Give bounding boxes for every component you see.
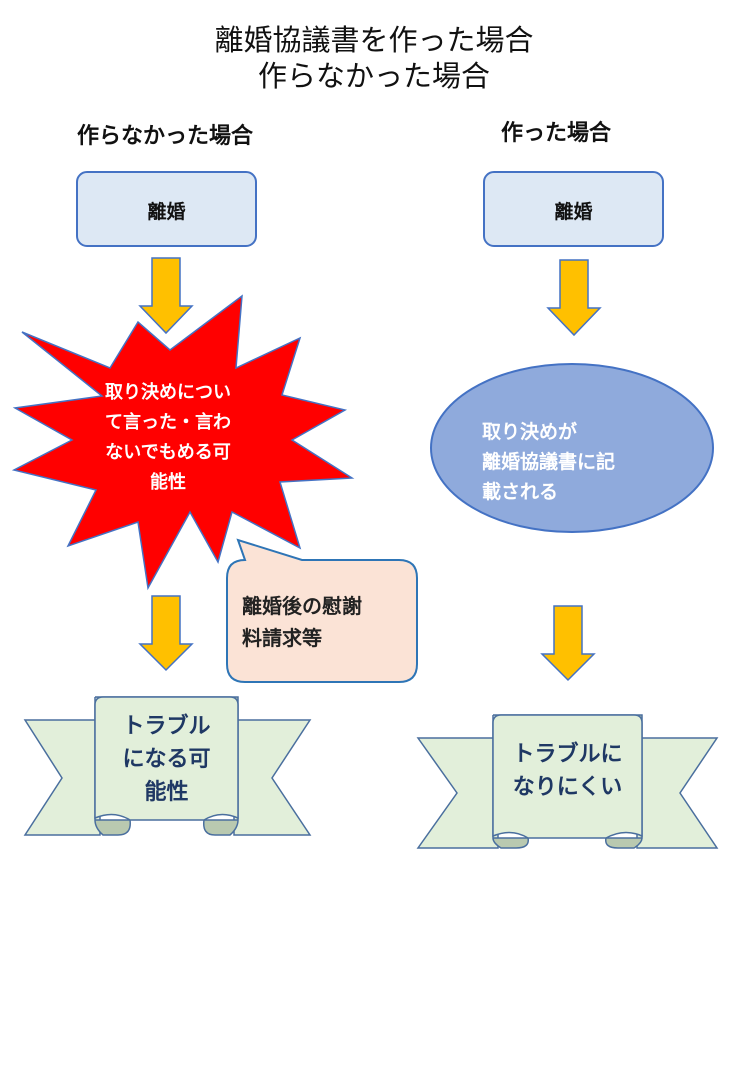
down-arrow-icon <box>546 259 602 337</box>
down-arrow-icon <box>138 595 194 672</box>
right-start-label: 離婚 <box>554 201 593 223</box>
right-ribbon <box>416 714 719 849</box>
text-line: トラブル <box>122 714 211 739</box>
left-start-box <box>76 171 257 247</box>
callout-bubble <box>226 538 418 683</box>
text-line: 料請求等 <box>242 626 322 650</box>
right-result-text: トラブルに なりにくい <box>493 738 642 804</box>
text-line: 能性 <box>144 780 189 805</box>
text-line: 取り決めが <box>482 421 578 443</box>
text-line: 離婚後の慰謝 <box>242 594 362 618</box>
ellipse-text: 取り決めが 離婚協議書に記 載される <box>470 417 682 507</box>
right-heading: 作った場合 <box>500 121 611 146</box>
text-line: ないでもめる可 <box>105 442 231 463</box>
down-arrow-icon <box>540 605 596 682</box>
text-line: て言った・言わ <box>105 412 231 433</box>
recorded-ellipse <box>430 363 714 533</box>
title-line-2: 作らなかった場合 <box>257 59 490 93</box>
right-start-box <box>483 171 664 247</box>
left-result-text: トラブル になる可 能性 <box>95 710 238 809</box>
left-ribbon <box>23 696 312 836</box>
explosion-text: 取り決めについ て言った・言わ ないでもめる可 能性 <box>88 378 248 498</box>
explosion-shape <box>11 294 355 591</box>
text-line: トラブルに <box>512 742 623 767</box>
callout-text: 離婚後の慰謝 料請求等 <box>242 590 362 654</box>
text-line: なりにくい <box>512 775 623 800</box>
text-line: 載される <box>482 481 559 503</box>
down-arrow-icon <box>138 257 194 335</box>
text-line: 能性 <box>150 472 186 493</box>
left-heading: 作らなかった場合 <box>76 124 253 149</box>
left-start-label: 離婚 <box>147 201 186 223</box>
text-line: 離婚協議書に記 <box>482 451 616 473</box>
title-line-1: 離婚協議書を作った場合 <box>214 23 534 57</box>
text-line: になる可 <box>122 747 211 772</box>
text-line: 取り決めについ <box>105 382 231 403</box>
